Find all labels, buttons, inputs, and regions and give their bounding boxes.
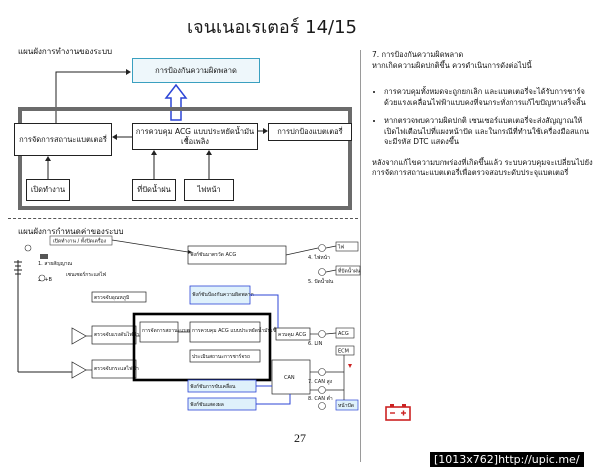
- terminal-6-label: 6. LIN: [308, 341, 323, 347]
- wiper-label: ที่ปัดน้ำฝน: [338, 266, 361, 275]
- upper-diagram-heading: แผนผังการทำงานของระบบ: [18, 47, 113, 56]
- can-label: CAN: [284, 375, 295, 381]
- voltage-detect-label: ตรวจจับแรงดันไฟฟ้า: [94, 331, 139, 338]
- current-detect-label: ตรวจจับกระแสไฟฟ้า: [94, 365, 139, 372]
- fault-bullet-list: การควบคุมทั้งหมดจะถูกยกเลิก และแบตเตอรี่…: [372, 87, 594, 148]
- light-label: ไฟ: [337, 244, 345, 251]
- battery-state-box: การจัดการสถานะแบตเตอรี่: [14, 123, 112, 156]
- fault-protect-label: ฟังก์ชันป้องกันความผิดพลาด: [192, 291, 254, 298]
- mil-label: หน้าปัด: [338, 402, 354, 409]
- right-panel: 7. การป้องกันความผิดพลาด หากเกิดความผิดป…: [372, 50, 594, 186]
- terminal-2-label: 2. +B: [38, 277, 53, 283]
- acg-control-label: การควบคุม ACG แบบประหยัดน้ำมันเชื้อเพลิง: [192, 325, 290, 334]
- acg-drive-label: ควบคุม ACG: [278, 332, 306, 338]
- terminal-5-label: 5. ปัดน้ำฝน: [308, 276, 334, 285]
- acg-label: ACG: [338, 331, 349, 337]
- acg-control-box: การควบคุม ACG แบบประหยัดน้ำมันเชื้อเพลิง: [132, 123, 258, 150]
- fault-section-title: 7. การป้องกันความผิดพลาด: [372, 50, 464, 59]
- terminal-4-label: 4. ไฟหน้า: [308, 254, 330, 261]
- upper-connectors: [45, 69, 268, 179]
- battery-warning-icon: [385, 404, 411, 421]
- terminal-1-label: 1. สายสัญญาณ: [38, 261, 73, 267]
- bullet-item: หากตรวจพบความผิดปกติ เซนเซอร์แบตเตอรี่จะ…: [384, 116, 594, 148]
- page-number: 27: [294, 431, 306, 445]
- state-to-fault-connector: [55, 71, 130, 123]
- watermark-link[interactable]: [1013x762]http://upic.me/: [430, 452, 584, 467]
- system-frame: [18, 107, 352, 210]
- hollow-up-arrow: [164, 83, 188, 121]
- column-divider: [360, 50, 361, 462]
- page-title: เจนเนอเรเตอร์ 14/15: [187, 17, 358, 38]
- closing-paragraph: หลังจากแก้ไขความบกพร่องที่เกิดขึ้นแล้ว ร…: [372, 157, 593, 178]
- wiper-box: ที่ปัดน้ำฝน: [132, 179, 176, 201]
- system-schematic: เปิดทำงาน / ทั้งปิดเครื่อง 1. สายสัญญาณ …: [14, 236, 361, 411]
- meter-label: ฟังก์ชันมาตรวัด ACG: [190, 251, 236, 258]
- bullet-item: การควบคุมทั้งหมดจะถูกยกเลิก และแบตเตอรี่…: [384, 87, 594, 108]
- ecm-label: ECM: [338, 349, 349, 355]
- start-close-label: เปิดทำงาน / ทั้งปิดเครื่อง: [53, 236, 107, 245]
- section-divider: [8, 218, 358, 219]
- temp-detect-label: ตรวจจับอุณหภูมิ: [94, 294, 129, 301]
- battery-state-mgmt-label: การจัดการสถานะแบตเตอรี่: [142, 327, 201, 334]
- battery-protect-box: การปกป้องแบตเตอรี่: [268, 123, 352, 141]
- amp-current: [71, 361, 87, 379]
- fault-protection-box: การป้องกันความผิดพลาด: [132, 58, 260, 83]
- current-sensor-label: เซนเซอร์กระแสไฟ: [66, 271, 106, 278]
- terminal-8-label: 8. CAN ต่ำ: [308, 395, 333, 402]
- fault-section-subtitle: หากเกิดความผิดปกติขึ้น ควรดำเนินการดังต่…: [372, 60, 532, 70]
- display-fn-label: ฟังก์ชันแสดงผล: [190, 401, 224, 408]
- terminal-7-label: 7. CAN สูง: [308, 379, 333, 385]
- lower-diagram-heading: แผนผังการกำหนดค่าของระบบ: [18, 227, 124, 236]
- wiper-fn-label: ฟังก์ชันการขับเคลื่อน: [190, 383, 236, 390]
- amp-voltage: [71, 327, 87, 345]
- headlight-box: ไฟหน้า: [184, 179, 234, 201]
- fuse-icon: [24, 244, 32, 252]
- charge-eval-label: ประเมินสถานะการชาร์จรถ: [192, 353, 250, 360]
- battery-symbol: [14, 260, 22, 282]
- start-box: เปิดทำงาน: [26, 179, 70, 201]
